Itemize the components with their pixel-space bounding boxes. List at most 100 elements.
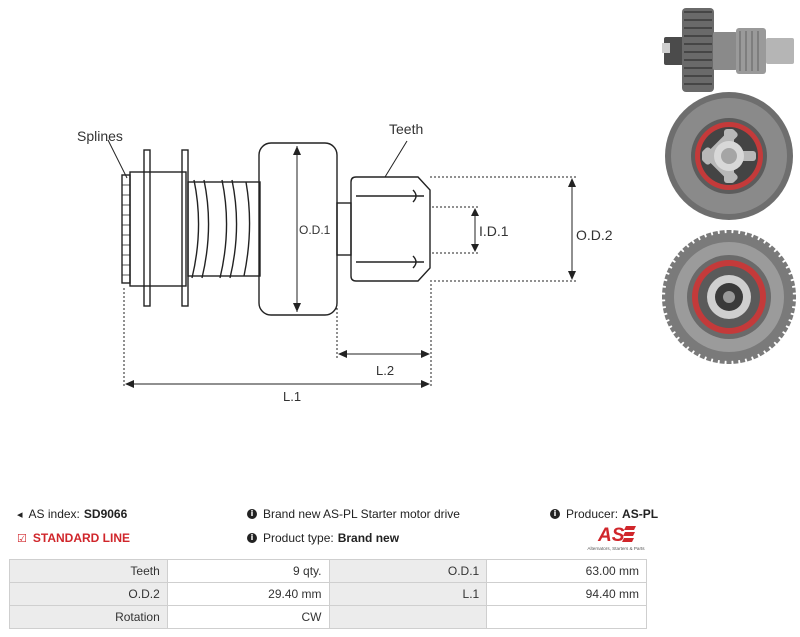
as-index-label: AS index: [28, 507, 80, 521]
gear-tooth [726, 230, 732, 237]
gear-tooth [739, 230, 746, 239]
standard-line: ☑ STANDARD LINE [17, 531, 130, 545]
spec-value: 63.00 mm [486, 559, 647, 583]
spec-value: 94.40 mm [486, 582, 647, 606]
gear-tooth [745, 232, 753, 241]
photo-rear-view [662, 230, 796, 364]
photo-side-view [662, 8, 794, 92]
spec-value: 9 qty. [166, 559, 330, 583]
gear-tooth [662, 287, 670, 294]
as-pl-logo: AS Alternators, Starters & Parts [587, 525, 645, 551]
gear-tooth [787, 280, 796, 287]
gear-tooth [771, 250, 781, 259]
gear-tooth [785, 313, 794, 321]
table-row: O.D.2 29.40 mm L.1 94.40 mm [9, 582, 647, 606]
gear-tooth [779, 324, 789, 333]
gear-tooth [776, 255, 785, 264]
gear-tooth [699, 234, 707, 244]
gear-tooth [666, 319, 676, 327]
product-type: i Product type: Brand new [247, 531, 399, 545]
gear-tooth [767, 245, 776, 255]
gear-tooth [664, 313, 673, 321]
spec-key: L.1 [328, 582, 488, 606]
gear-tooth [787, 307, 796, 314]
pinion-bumps [412, 189, 417, 269]
info-icon: i [247, 533, 257, 543]
description-text: Brand new AS-PL Starter motor drive [263, 507, 460, 521]
label-l1: L.1 [283, 389, 301, 404]
tag-icon: ◂ [17, 507, 23, 521]
gear-tooth [693, 347, 702, 357]
gear-tooth [771, 335, 781, 344]
spec-key: Teeth [9, 559, 168, 583]
rear-flange [143, 149, 151, 307]
dimensions [107, 139, 576, 388]
gear-tooth [673, 255, 682, 264]
gear-tooth [712, 230, 719, 239]
table-row: Teeth 9 qty. O.D.1 63.00 mm [9, 559, 647, 583]
gear-tooth [782, 319, 792, 327]
gear-tooth [782, 267, 792, 275]
label-teeth: Teeth [389, 121, 423, 137]
gear-tooth [745, 353, 753, 362]
gear-tooth [669, 261, 679, 270]
splines-flange [121, 174, 131, 284]
logo-tagline: Alternators, Starters & Parts [587, 546, 645, 551]
producer: i Producer: AS-PL [550, 507, 658, 521]
photo-front-view [665, 92, 793, 220]
producer-value: AS-PL [622, 507, 659, 521]
gear-tooth [677, 335, 687, 344]
logo-stripes [622, 526, 636, 542]
spring-body [187, 181, 261, 277]
standard-line-text: STANDARD LINE [32, 531, 130, 545]
splines-hatch [122, 184, 130, 276]
gear-tooth [762, 241, 771, 250]
gear-tooth [751, 350, 759, 360]
gear-tooth [682, 339, 691, 349]
gear-tooth [699, 350, 707, 360]
gear-tooth [687, 344, 696, 353]
gear-tooth [664, 273, 673, 281]
technical-drawing: Splines Teeth O.D.1 I.D.1 O.D.2 L.2 L.1 [77, 8, 796, 404]
gear-tooth [788, 300, 796, 307]
spec-key: Rotation [9, 605, 168, 629]
label-l2: L.2 [376, 363, 394, 378]
spec-key [328, 605, 488, 629]
description: i Brand new AS-PL Starter motor drive [247, 507, 460, 521]
gear-tooth [693, 237, 702, 247]
gear-tooth [779, 261, 789, 270]
gear-tooth [687, 241, 696, 250]
gear-tooth [682, 245, 691, 255]
label-od2: O.D.2 [576, 227, 613, 243]
as-index: ◂ AS index: SD9066 [17, 507, 127, 521]
gear-tooth [705, 232, 713, 241]
gear-tooth [705, 353, 713, 362]
spec-key: O.D.1 [328, 559, 488, 583]
rear-hub [129, 171, 187, 287]
producer-label: Producer: [566, 507, 619, 521]
gear-tooth [662, 300, 670, 307]
gear-tooth [767, 339, 776, 349]
gear-tooth [677, 250, 687, 259]
gear-tooth [666, 267, 676, 275]
gear-tooth [732, 356, 739, 364]
gear-tooth [789, 294, 796, 300]
label-id1: I.D.1 [479, 223, 509, 239]
product-type-value: Brand new [337, 531, 400, 545]
gear-tooth [673, 330, 682, 339]
starter-drive-drawing [121, 142, 431, 316]
gear-tooth [756, 237, 765, 247]
gear-tooth [788, 287, 796, 294]
specs-table: Teeth 9 qty. O.D.1 63.00 mm O.D.2 29.40 … [9, 559, 647, 629]
check-square-icon: ☑ [17, 531, 27, 545]
gear-tooth [662, 307, 671, 314]
gear-tooth [726, 357, 732, 364]
gear-tooth [762, 344, 771, 353]
logo-mark: AS [597, 525, 625, 546]
label-od1: O.D.1 [299, 223, 331, 237]
spec-value: 29.40 mm [166, 582, 330, 606]
gear-tooth [662, 280, 671, 287]
table-row: Rotation CW [9, 605, 647, 629]
gear-tooth [776, 330, 785, 339]
gear-tooth [719, 230, 726, 238]
